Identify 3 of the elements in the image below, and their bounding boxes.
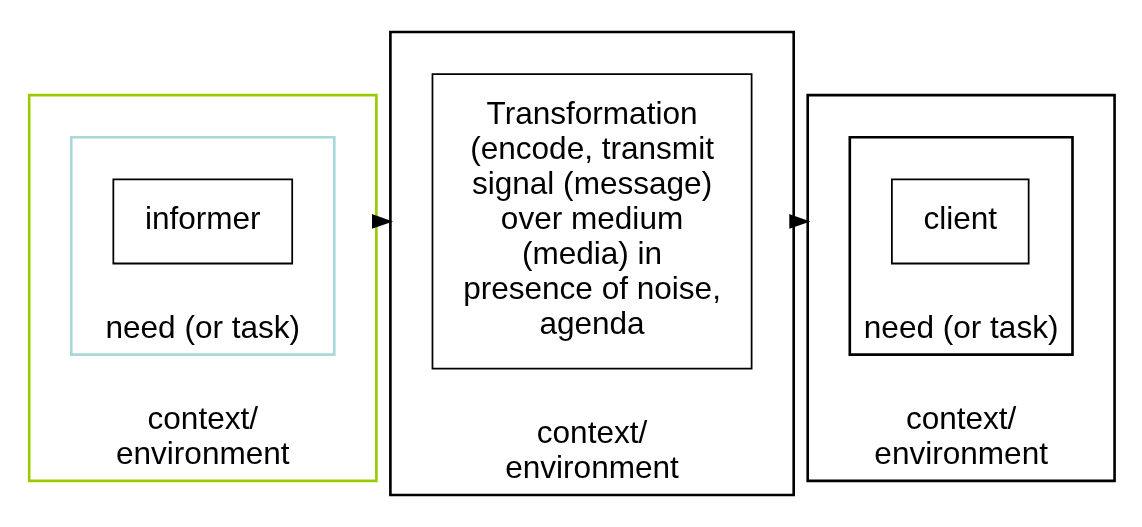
node-box: client xyxy=(891,178,1030,265)
node-box: Transformation (encode, transmit signal (message) over medium (media) in presence of noise, agenda xyxy=(431,73,753,370)
node-box: informer xyxy=(112,178,294,265)
